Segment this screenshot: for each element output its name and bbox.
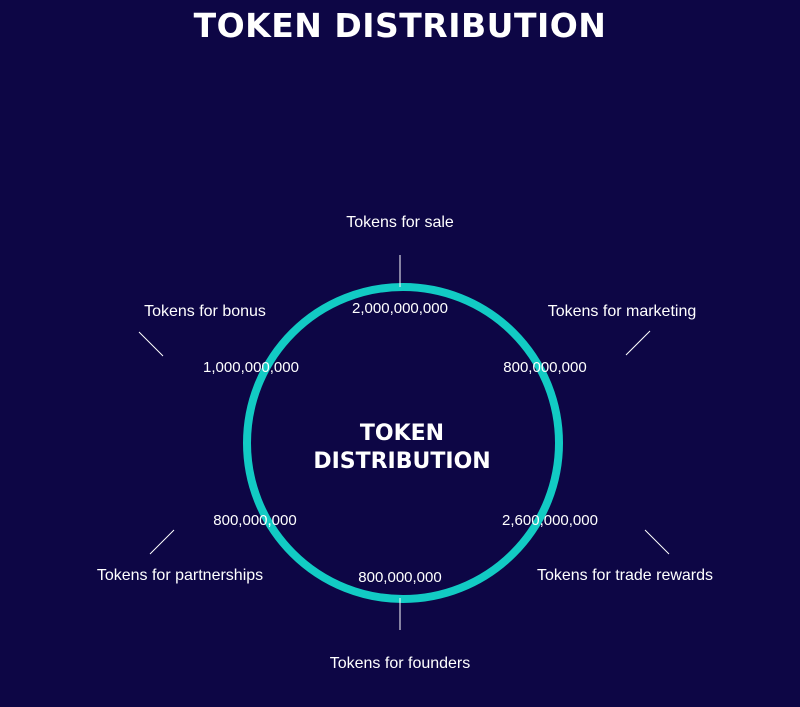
segment-label-marketing: Tokens for marketing (548, 303, 697, 320)
segment-value-bonus: 1,000,000,000 (203, 359, 299, 376)
segment-label-trade-rewards: Tokens for trade rewards (537, 567, 713, 584)
segment-value-founders: 800,000,000 (358, 569, 441, 586)
distribution-ring (243, 283, 563, 603)
segment-label-bonus: Tokens for bonus (144, 303, 266, 320)
segment-value-trade-rewards: 2,600,000,000 (502, 512, 598, 529)
leader-line-trade-rewards (644, 529, 670, 555)
page-title: TOKEN DISTRIBUTION (193, 6, 607, 45)
center-title-line1: TOKEN (360, 421, 444, 446)
segment-label-founders: Tokens for founders (330, 655, 471, 672)
segment-label-sale: Tokens for sale (346, 214, 454, 231)
segment-value-sale: 2,000,000,000 (352, 300, 448, 317)
leader-line-bonus (138, 331, 164, 357)
leader-line-marketing (625, 330, 651, 356)
segment-label-partnerships: Tokens for partnerships (97, 567, 263, 584)
center-title-line2: DISTRIBUTION (313, 449, 490, 474)
segment-value-partnerships: 800,000,000 (213, 512, 296, 529)
segment-value-marketing: 800,000,000 (503, 359, 586, 376)
leader-line-partnerships (149, 529, 175, 555)
